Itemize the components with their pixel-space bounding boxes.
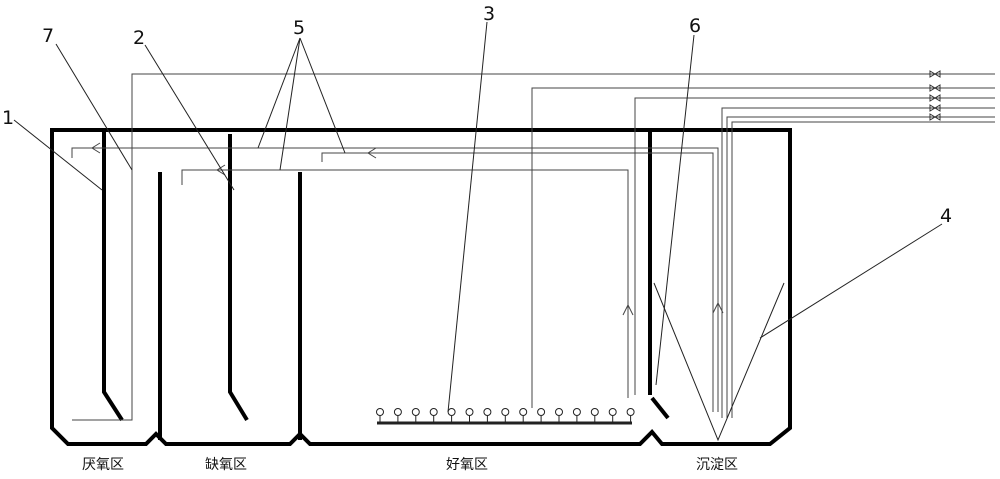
baffles <box>102 132 302 440</box>
diffuser-head <box>483 408 492 416</box>
diffuser-head <box>465 408 474 416</box>
leader-7 <box>55 43 133 171</box>
diffuser-head <box>501 408 510 416</box>
diffuser-head <box>393 408 402 416</box>
leader-2 <box>144 44 235 191</box>
settling-wall-tip <box>650 396 670 420</box>
zone-settling: 沉淀区 <box>696 457 738 473</box>
diffuser-head <box>572 408 581 416</box>
leader-5c <box>299 37 346 154</box>
leader-4 <box>759 223 943 339</box>
leader-3 <box>447 21 488 413</box>
sludge-pipe-3 <box>726 116 995 418</box>
label-6: 6 <box>689 15 701 37</box>
sludge-pipe-4 <box>731 121 995 418</box>
valve-icon <box>929 94 941 102</box>
leader-6 <box>655 34 695 386</box>
leader-1 <box>13 119 103 191</box>
diffuser-head <box>376 408 384 416</box>
label-2: 2 <box>133 27 145 49</box>
sludge-pipe-1 <box>634 97 995 395</box>
label-3: 3 <box>483 3 495 25</box>
sludge-pipe-2 <box>721 107 995 418</box>
hopper-lines <box>653 282 785 442</box>
diffuser-head <box>411 408 420 416</box>
zone-anoxic: 缺氧区 <box>205 457 247 473</box>
label-7: 7 <box>42 25 54 47</box>
reflux-nitrate <box>321 152 714 412</box>
leader-5a <box>257 37 301 149</box>
reflux-upper <box>71 147 719 412</box>
air-supply-pipe <box>531 87 995 408</box>
valve-icon <box>929 70 941 78</box>
tank-outline <box>50 128 792 446</box>
diffuser-head <box>429 408 438 416</box>
zone-labels: 厌氧区 缺氧区 好氧区 沉淀区 <box>82 457 738 473</box>
diffusers <box>376 408 635 423</box>
arrow-left-1 <box>91 142 101 154</box>
diffuser-head <box>626 408 635 416</box>
valve-icon <box>929 84 941 92</box>
baffle-anaerobic <box>102 132 124 422</box>
diffuser-head <box>519 408 528 416</box>
valves <box>929 70 941 121</box>
zone-anaerobic: 厌氧区 <box>82 457 124 473</box>
baffle-anoxic <box>228 134 249 422</box>
diffuser-head <box>537 408 546 416</box>
arrow-up-1 <box>622 303 634 316</box>
diffuser-head <box>447 408 456 416</box>
settling-hoppers <box>653 282 785 442</box>
valve-icon <box>929 113 941 121</box>
leader-5b <box>279 37 301 171</box>
pipes <box>71 73 995 421</box>
pipe-7 <box>72 73 930 421</box>
arrow-left-2 <box>216 164 226 176</box>
number-labels: 1 2 3 4 5 6 7 <box>2 3 952 227</box>
diffuser-head <box>608 408 617 416</box>
label-5: 5 <box>293 17 305 39</box>
valve-icon <box>929 104 941 112</box>
aerator <box>376 408 635 425</box>
label-4: 4 <box>940 205 952 227</box>
arrow-up-2 <box>712 301 724 314</box>
zone-aerobic: 好氧区 <box>446 457 488 473</box>
internal-return <box>181 169 629 398</box>
diffuser-head <box>555 408 563 416</box>
diffuser-head <box>590 408 599 416</box>
leader-lines <box>13 21 943 413</box>
label-1: 1 <box>2 107 14 129</box>
arrow-left-3 <box>367 147 377 159</box>
